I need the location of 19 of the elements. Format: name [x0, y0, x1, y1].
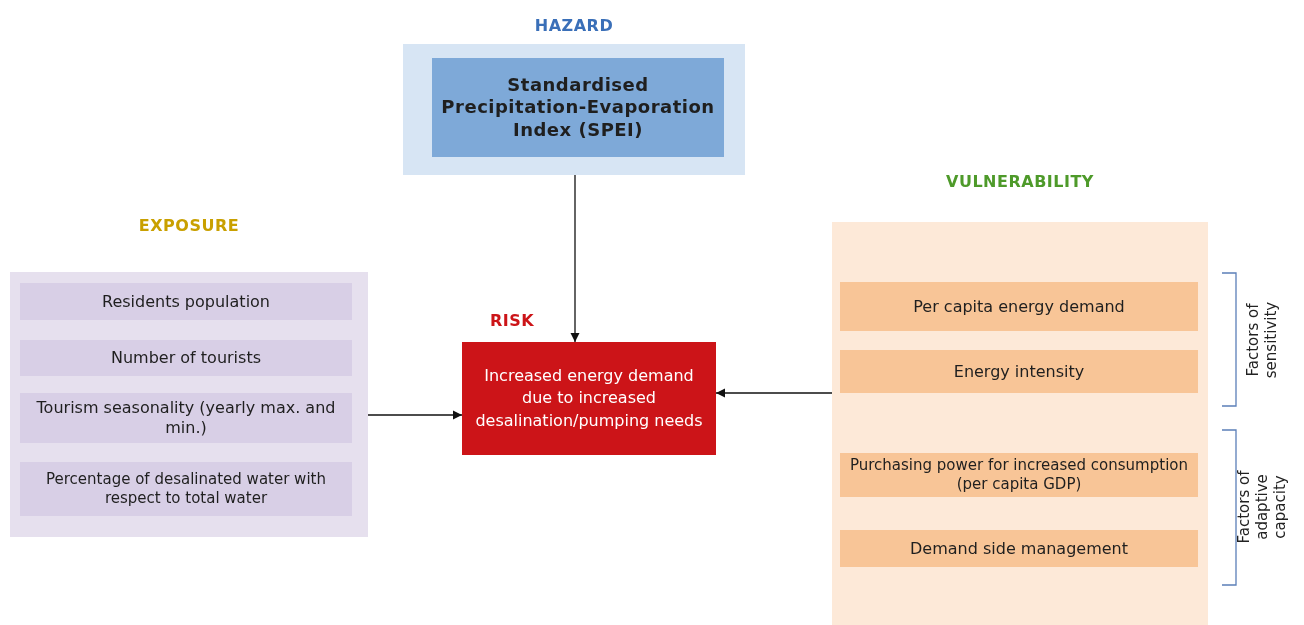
group-label: Factors of sensitivity	[1244, 300, 1280, 381]
section-heading: HAZARD	[533, 16, 615, 35]
indicator-box: Tourism seasonality (yearly max. and min.)	[20, 393, 352, 443]
indicator-box: Purchasing power for increased consumption (per capita GDP)	[840, 453, 1198, 497]
indicator-box: Per capita energy demand	[840, 282, 1198, 331]
section-heading: VULNERABILITY	[945, 172, 1095, 191]
indicator-box: Energy intensity	[840, 350, 1198, 393]
section-heading: EXPOSURE	[137, 216, 241, 235]
group-label: Factors of adaptive capacity	[1235, 469, 1289, 546]
arrow	[570, 174, 580, 343]
arrow	[715, 388, 833, 398]
indicator-box: Percentage of desalinated water with respect to total water	[20, 462, 352, 516]
indicator-box: Number of tourists	[20, 340, 352, 376]
index-box: Standardised Precipitation-Evaporation Index (SPEI)	[432, 58, 724, 157]
indicator-box: Demand side management	[840, 530, 1198, 567]
section-heading: RISK	[490, 310, 535, 332]
arrow	[367, 410, 463, 420]
indicator-box: Residents population	[20, 283, 352, 320]
risk-description: Increased energy demand due to increased desalination/pumping needs	[474, 364, 704, 432]
